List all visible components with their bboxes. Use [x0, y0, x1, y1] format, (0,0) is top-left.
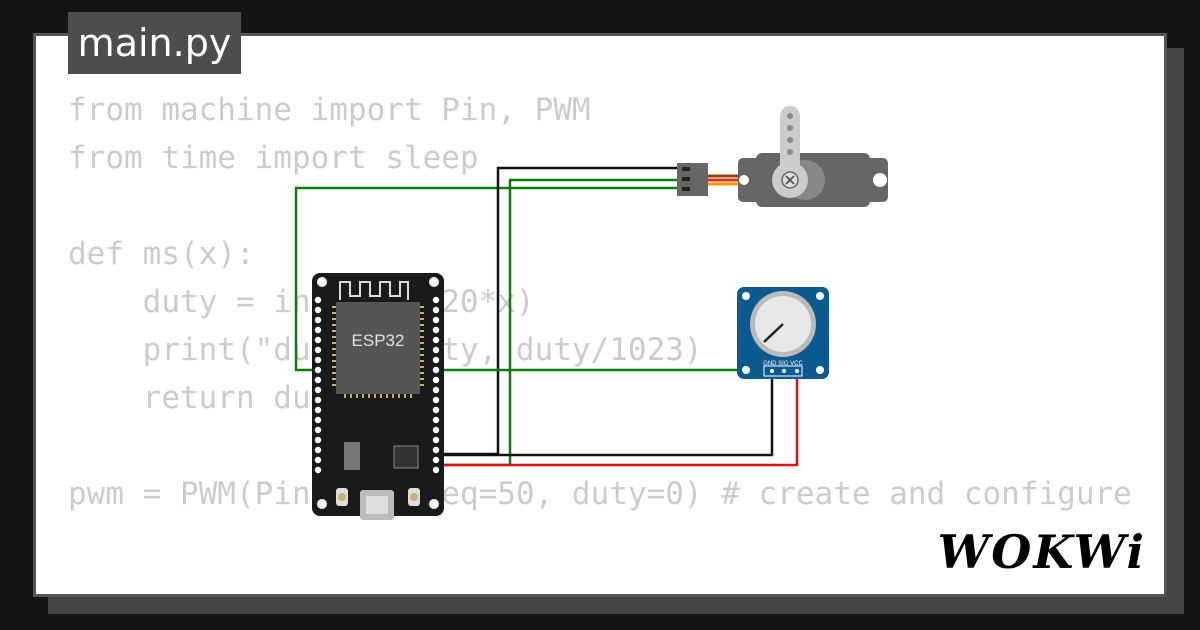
servo-motor[interactable]: [677, 106, 888, 207]
code-line: def ms(x):: [68, 236, 255, 272]
pot-indicator: [763, 323, 784, 343]
code-line: from machine import Pin, PWM: [68, 92, 591, 128]
module-pads: [332, 306, 424, 398]
potentiometer[interactable]: GND SIG VCC: [737, 287, 829, 379]
pot-pin-labels: GND SIG VCC: [763, 361, 803, 367]
wires: [294, 166, 799, 467]
wire-servo-signal[interactable]: [294, 186, 680, 372]
esp32-module: [336, 302, 420, 394]
servo-connector: [677, 163, 708, 196]
wire-pot-vcc[interactable]: [436, 371, 799, 467]
right-header-pins: [432, 296, 440, 474]
usb-uart-chip: [393, 445, 419, 469]
preview-card: from machine import Pin, PWM from time im…: [33, 33, 1167, 597]
left-header-pins: [314, 296, 322, 474]
wire-pot-gnd[interactable]: [436, 371, 774, 457]
wokwi-logo: WOKWi: [938, 525, 1146, 579]
esp32-chip-label: ESP32: [352, 331, 405, 350]
code-line: from time import sleep: [68, 140, 479, 176]
code-line: return duty: [68, 380, 348, 416]
voltage-regulator: [344, 442, 360, 470]
esp32-board[interactable]: ESP32: [312, 273, 444, 520]
file-tab[interactable]: main.py: [68, 12, 241, 74]
